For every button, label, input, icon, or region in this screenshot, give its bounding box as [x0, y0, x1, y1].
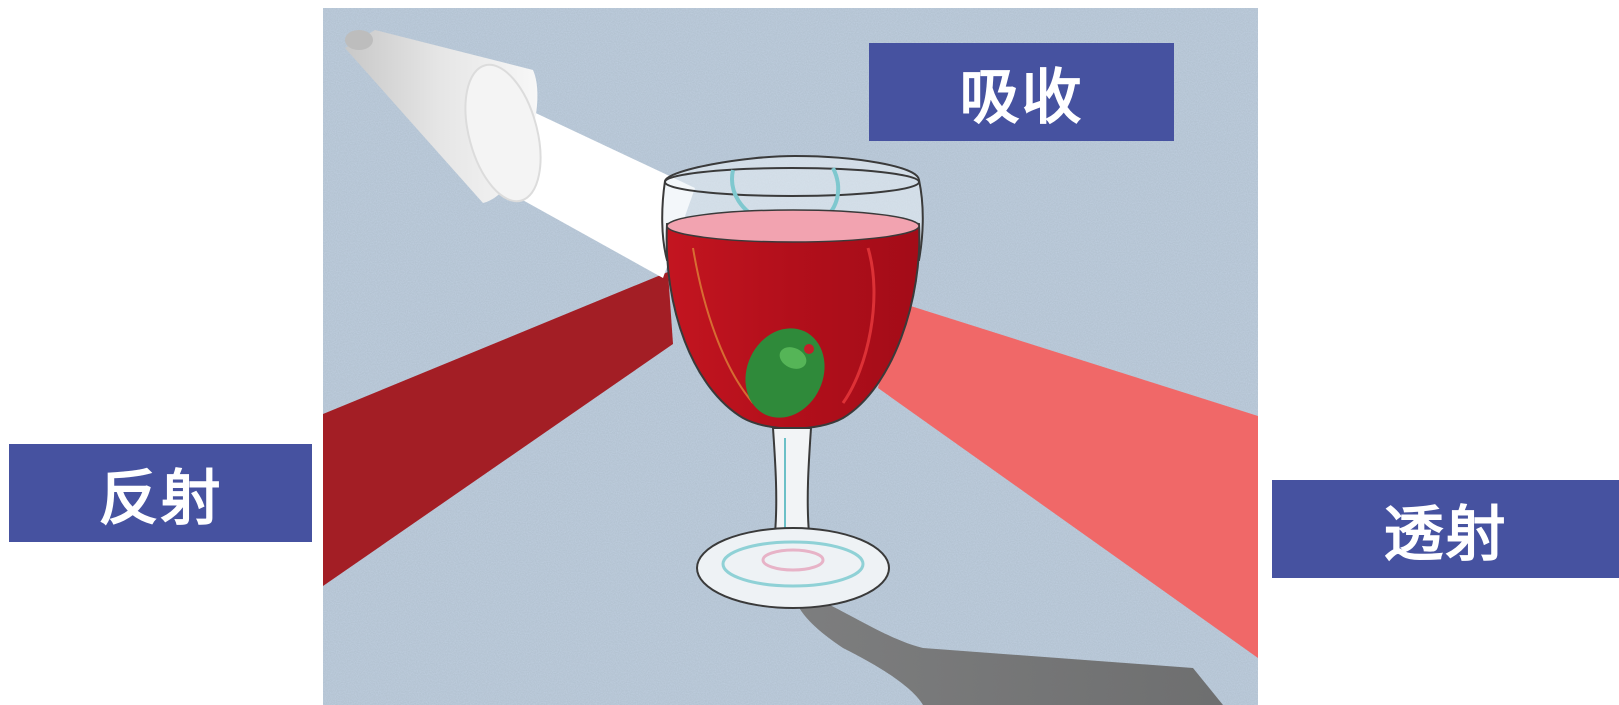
- wine-glass-icon: [661, 154, 924, 609]
- transmitted-beam: [878, 302, 1258, 658]
- reflection-label: 反射: [9, 444, 312, 542]
- absorption-label: 吸收: [869, 43, 1174, 141]
- spotlight-icon: [345, 30, 542, 203]
- absorption-label-text: 吸收: [959, 62, 1084, 133]
- glass-shadow: [793, 588, 1223, 705]
- reflected-beam: [323, 272, 673, 586]
- transmission-label-text: 透射: [1383, 499, 1508, 570]
- reflection-label-text: 反射: [98, 463, 223, 534]
- transmission-label: 透射: [1272, 480, 1619, 578]
- olive-icon: [745, 328, 825, 418]
